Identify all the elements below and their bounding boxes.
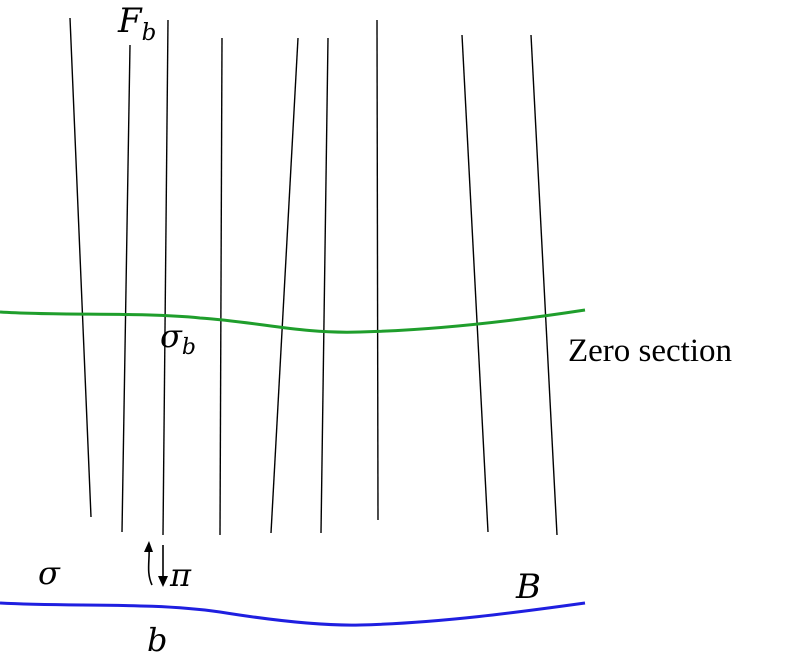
sigma-label: σ [38,554,61,592]
fiber-label-sub: b [142,20,157,46]
fiber-3 [219,37,223,536]
fiber-6 [376,19,379,521]
base-curve [0,601,586,627]
fiber-8 [530,34,558,536]
fiber-4 [270,37,299,534]
fiber-label-base: F [117,1,143,41]
base-space-label: B [515,567,541,607]
section-label-base: σ [160,317,183,355]
up-down-arrows-icon [144,541,168,587]
fibers [69,17,558,536]
fiber-label: Fb [117,1,156,46]
fiber-2 [121,44,131,533]
up-arrow [147,546,153,586]
section-label-sub: b [182,335,196,360]
fiber-fb [162,19,169,536]
down-arrowhead [158,576,168,587]
section-label: σb [160,317,196,360]
pi-label: π [169,556,192,594]
up-arrowhead [144,541,153,552]
fiber-1 [69,17,92,518]
zero-section-label: Zero section [568,333,732,369]
zero-section-curve [0,308,586,334]
fiber-7 [461,34,489,533]
fiber-5 [320,37,329,534]
base-point-label: b [147,621,167,656]
